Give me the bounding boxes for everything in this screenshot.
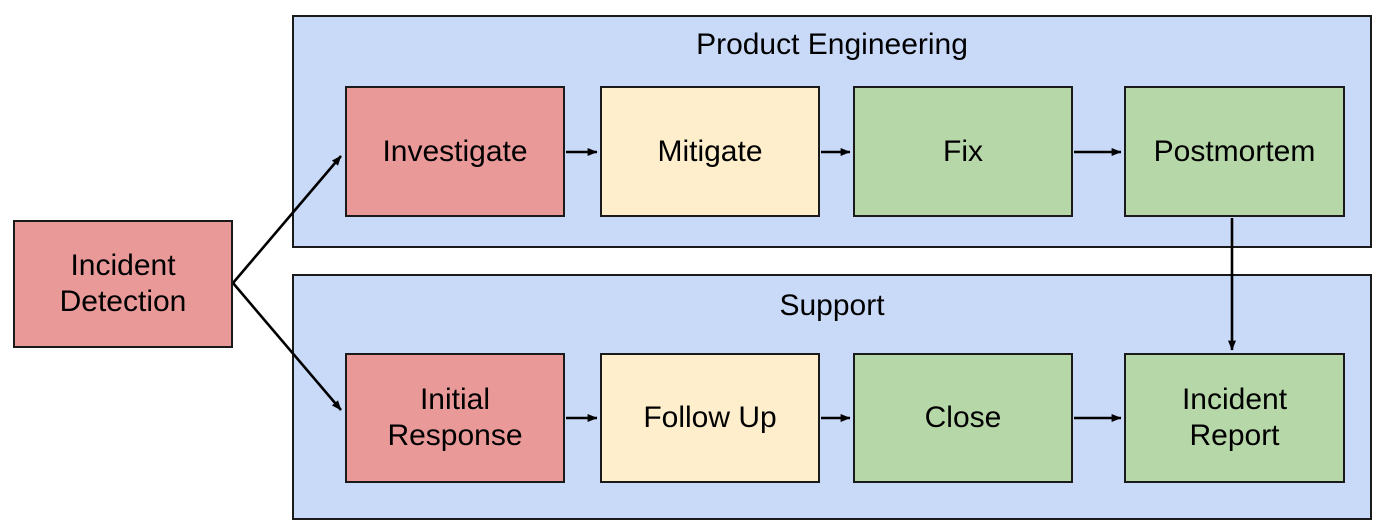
node-incident-detection[interactable]: Incident Detection <box>13 220 233 348</box>
node-investigate-label: Investigate <box>382 134 528 168</box>
swimlane-support-title: Support <box>779 289 885 322</box>
node-follow-up-label: Follow Up <box>643 401 777 434</box>
node-incident-report[interactable]: Incident Report <box>1124 353 1345 483</box>
node-postmortem[interactable]: Postmortem <box>1124 86 1345 217</box>
node-close-label: Close <box>924 401 1002 434</box>
node-follow-up[interactable]: Follow Up <box>600 353 820 483</box>
node-initial-response[interactable]: Initial Response <box>345 353 565 483</box>
node-initial-response-label: Initial Response <box>387 383 523 452</box>
node-postmortem-label: Postmortem <box>1153 134 1316 168</box>
node-investigate[interactable]: Investigate <box>345 86 565 217</box>
node-mitigate-label: Mitigate <box>657 134 763 168</box>
node-incident-report-label: Incident Report <box>1181 383 1288 452</box>
node-incident-detection-label: Incident Detection <box>59 249 187 318</box>
node-close[interactable]: Close <box>853 353 1073 483</box>
node-fix[interactable]: Fix <box>853 86 1073 217</box>
node-fix-label: Fix <box>943 134 983 168</box>
node-mitigate[interactable]: Mitigate <box>600 86 820 217</box>
swimlane-product-engineering-title: Product Engineering <box>696 28 968 61</box>
